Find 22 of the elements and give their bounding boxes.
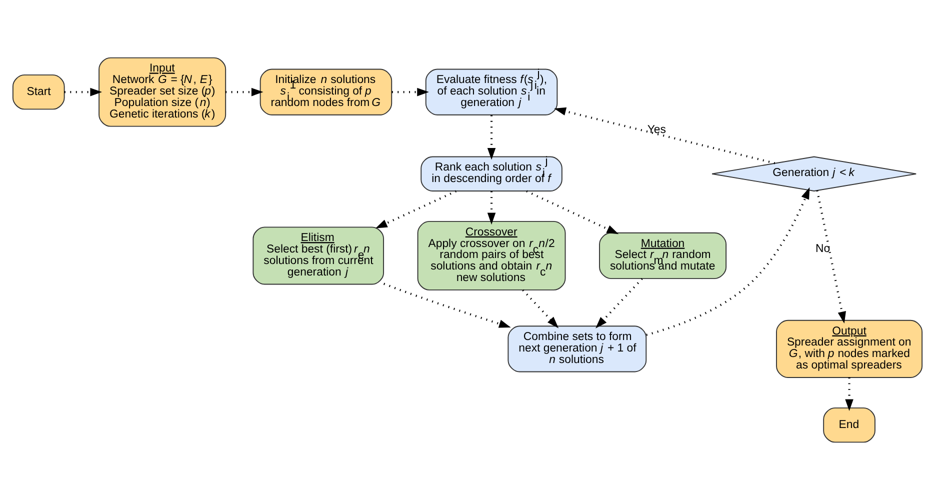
node-box: Start bbox=[12, 74, 65, 110]
arrow bbox=[487, 115, 496, 160]
node-box: Input Network G = {N, E} Spreader set size (p) Population size (n) Genetic iterations (k) bbox=[98, 57, 226, 127]
node-box: End bbox=[823, 407, 876, 443]
arrow bbox=[226, 88, 264, 96]
arrow bbox=[375, 190, 456, 228]
arrow bbox=[392, 88, 429, 96]
arrow bbox=[64, 88, 102, 96]
arrow bbox=[596, 278, 643, 328]
arrow bbox=[816, 190, 846, 324]
node-box: Output Spreader assignment on G, with p nodes marked as optimal spreaders bbox=[776, 320, 923, 378]
node-diamond: Generation j < k bbox=[712, 156, 917, 192]
arrow bbox=[554, 107, 776, 164]
arrow bbox=[845, 378, 854, 412]
arrow bbox=[487, 191, 496, 225]
arrow bbox=[522, 289, 559, 328]
edge-label: No bbox=[816, 243, 830, 256]
edge-label: Yes bbox=[647, 124, 666, 136]
arrow bbox=[383, 282, 511, 328]
arrow bbox=[526, 190, 619, 234]
arrow bbox=[646, 187, 810, 336]
node-box: Combine sets to form next generation j + 1 of n solutions bbox=[508, 326, 647, 372]
